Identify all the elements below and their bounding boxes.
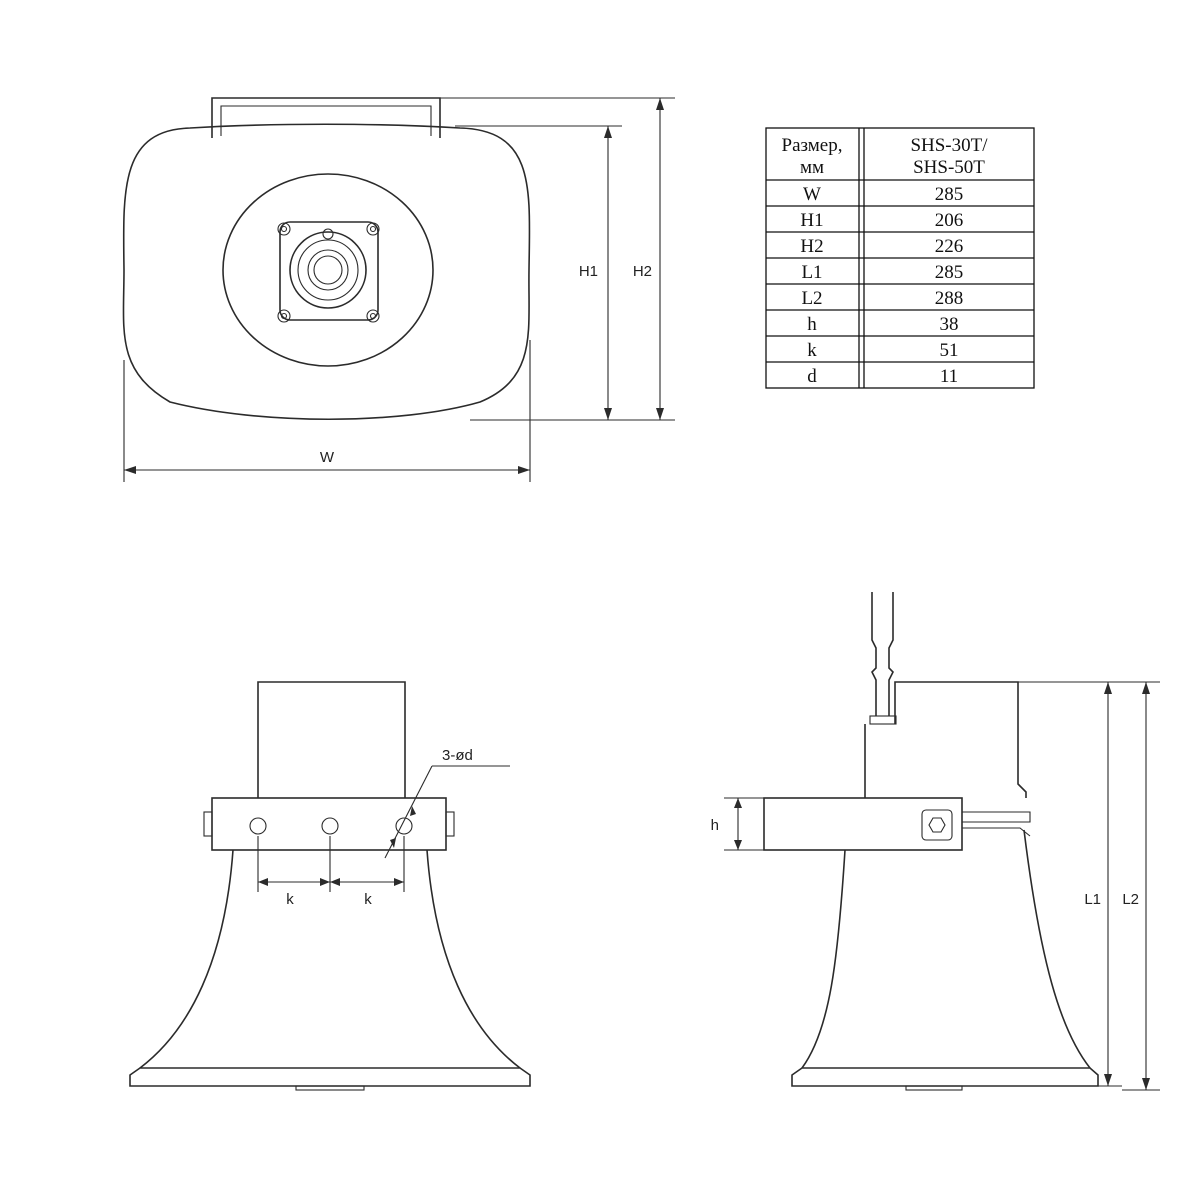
table-row-param: L2: [801, 288, 822, 309]
table-header-model-line1: SHS-30T/: [910, 135, 988, 156]
front-disc: [222, 173, 434, 367]
dimension-h: h: [711, 797, 764, 851]
label-h2: H2: [633, 263, 652, 280]
band-knob-left: [203, 811, 213, 837]
table-row-value: 51: [940, 340, 959, 361]
dimensions-table: Размер, мм SHS-30T/ SHS-50T W 285 H1 206…: [765, 127, 1035, 389]
table-row-param: k: [807, 340, 817, 361]
bracket-stem-left: [871, 592, 877, 716]
dimension-h2: H2: [440, 97, 675, 421]
label-k-right: k: [364, 891, 372, 908]
driver-plate: [279, 221, 379, 321]
speaker-housing: [122, 123, 531, 421]
table-row-param: W: [803, 184, 821, 205]
table-header-param-line1: Размер,: [782, 135, 843, 156]
label-hole: 3-ød: [442, 747, 473, 764]
driver-housing: [257, 681, 406, 798]
bolt-head: [921, 809, 953, 841]
dimension-l2: L2: [1122, 681, 1160, 1091]
table-row-param: d: [807, 366, 817, 387]
bracket-stem-right: [888, 592, 894, 716]
table-header-param-line2: мм: [800, 157, 824, 178]
table-row-param: h: [807, 314, 817, 335]
front-view: W H1 H2: [122, 97, 675, 482]
table-row-value: 11: [940, 366, 958, 387]
table-row-value: 288: [935, 288, 964, 309]
table-row-value: 285: [935, 262, 964, 283]
driver-ring-outer: [289, 231, 367, 309]
table-row-value: 285: [935, 184, 964, 205]
mounting-band: [763, 797, 963, 851]
band-clamp: [962, 811, 1031, 837]
hex-bolt-icon: [928, 817, 946, 833]
horn-lip: [791, 1067, 1099, 1087]
mount-hole-icon: [395, 817, 413, 835]
side-view-profile: h L1 L2: [711, 592, 1160, 1091]
screw-icons: [277, 222, 380, 323]
mounting-bracket: [211, 97, 441, 138]
bracket-foot: [869, 715, 897, 725]
dimension-h1: H1: [455, 125, 622, 421]
horn-flare: [139, 849, 521, 1069]
table-row-value: 206: [935, 210, 964, 231]
driver-ring-inner: [307, 249, 349, 291]
mounting-bracket-inner: [220, 105, 432, 136]
table-row-param: L1: [801, 262, 822, 283]
table-header-model-line2: SHS-50T: [913, 157, 985, 178]
driver-housing: [864, 681, 1027, 798]
mount-hole-icon: [249, 817, 267, 835]
driver-center: [313, 255, 343, 285]
horn-foot: [905, 1085, 963, 1091]
label-l2: L2: [1122, 891, 1139, 908]
dimension-l1: L1: [1018, 681, 1122, 1087]
horn-flare: [801, 829, 1091, 1069]
driver-ring-middle: [297, 239, 359, 301]
table-row-param: H2: [800, 236, 823, 257]
label-h: h: [711, 817, 719, 834]
horn-lip: [129, 1067, 531, 1087]
mount-hole-icon: [321, 817, 339, 835]
label-h1: H1: [579, 263, 598, 280]
band-knob-right: [445, 811, 455, 837]
horn-foot: [295, 1085, 365, 1091]
table-row-value: 38: [940, 314, 959, 335]
dimension-k: k k: [257, 836, 405, 908]
table-row-param: H1: [800, 210, 823, 231]
mounting-band: [211, 797, 447, 851]
dimension-w: W: [123, 340, 531, 482]
table-row-value: 226: [935, 236, 964, 257]
label-w: W: [320, 449, 335, 466]
label-k-left: k: [286, 891, 294, 908]
side-view-front: 3-ød k k: [129, 681, 531, 1091]
label-l1: L1: [1084, 891, 1101, 908]
hole-callout: 3-ød: [384, 747, 510, 859]
